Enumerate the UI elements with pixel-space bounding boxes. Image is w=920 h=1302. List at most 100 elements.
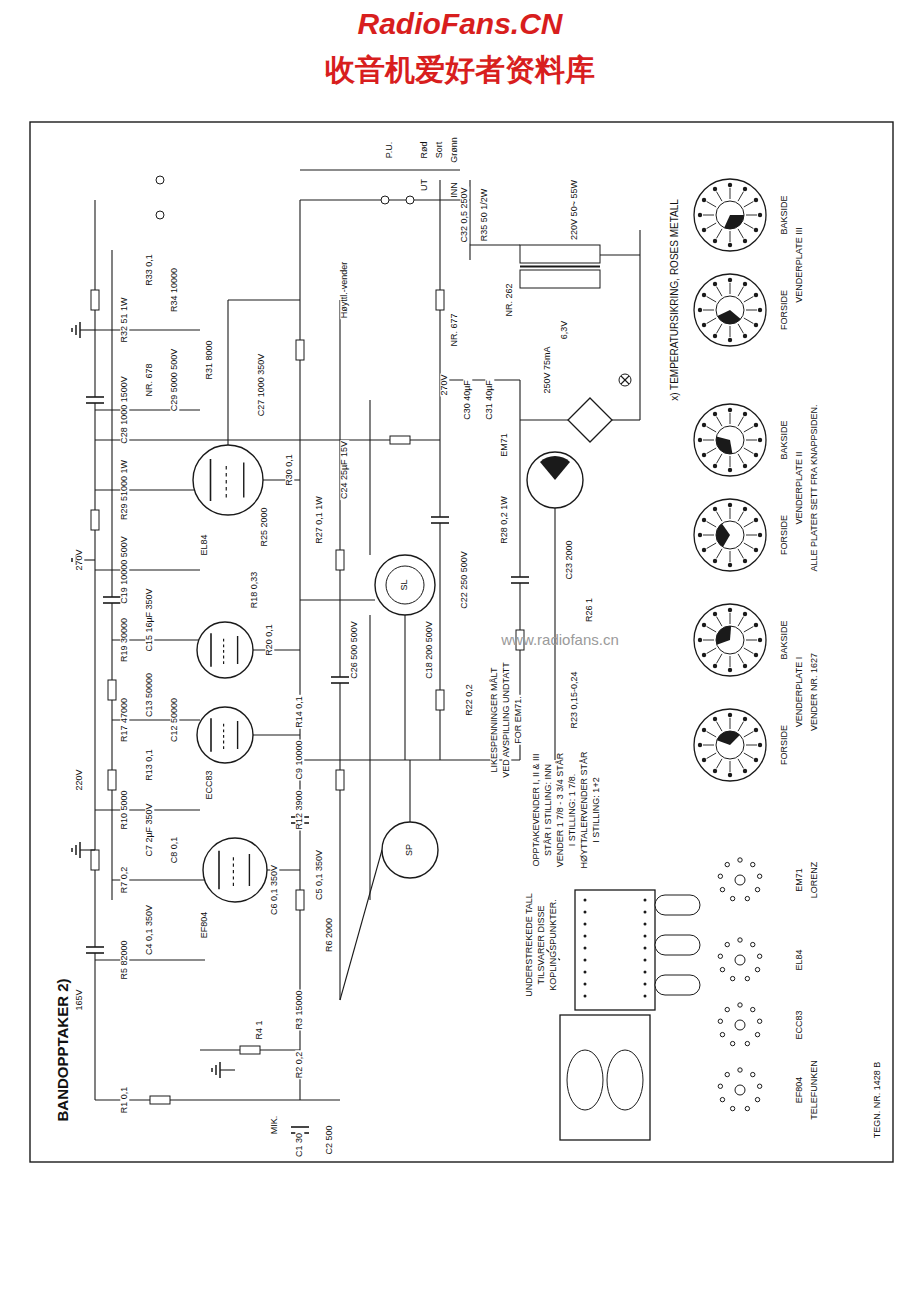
wafer-finger	[717, 722, 723, 732]
wafer-contact	[728, 183, 732, 187]
capacitor-plate	[86, 396, 104, 398]
tube-grid	[226, 473, 227, 477]
wafer-finger	[703, 310, 714, 311]
wafer-contact	[702, 758, 706, 762]
schematic-label: VENDER 1 7/8 - 3 3/4 STÅR	[556, 752, 565, 869]
schematic-label: Grønn	[450, 136, 459, 164]
schematic-label: 6,3V	[560, 320, 569, 341]
pin-diagram-pin	[718, 874, 722, 878]
schematic-label: UT	[420, 178, 429, 192]
wafer-rotor	[716, 626, 731, 645]
schematic-label: EL84	[795, 948, 804, 971]
wafer-finger	[703, 440, 714, 441]
wafer-finger	[717, 229, 723, 239]
wafer-contact	[702, 728, 706, 732]
chassis-capacitor	[607, 1050, 643, 1110]
wire	[95, 329, 200, 330]
resistor-symbol	[296, 890, 304, 910]
pin-diagram-pin	[757, 874, 761, 878]
wafer-finger	[707, 627, 717, 633]
wafer-finger	[703, 640, 714, 641]
wafer-contact	[702, 518, 706, 522]
wafer-contact	[713, 282, 717, 286]
wire	[600, 254, 640, 255]
tube-grid	[223, 724, 224, 727]
pin-diagram-pin	[720, 887, 724, 891]
wafer-contact	[713, 769, 717, 773]
wire	[95, 409, 200, 410]
tube-grid	[226, 487, 227, 491]
capacitor-plate	[86, 946, 104, 948]
resistor-symbol	[91, 850, 99, 870]
wire	[94, 200, 95, 1100]
wafer-contact	[728, 468, 732, 472]
wafer-finger	[703, 535, 714, 536]
schematic-label: R26 1	[585, 597, 594, 623]
ground-symbol	[71, 328, 73, 332]
wafer-contact	[713, 507, 717, 511]
wafer-finger	[744, 427, 754, 433]
wafer-contact	[754, 453, 758, 457]
wafer-contact	[713, 239, 717, 243]
wire	[612, 419, 640, 420]
pin-diagram-pin	[745, 976, 749, 980]
wafer-finger	[707, 522, 717, 528]
schematic-label: C1 30	[295, 1132, 304, 1158]
pin-diagram-pin	[718, 954, 722, 958]
wafer-contact	[758, 213, 762, 217]
resistor-symbol	[436, 290, 444, 310]
wafer-finger	[746, 745, 757, 746]
schematic-label: R27 0,1 1W	[315, 495, 324, 545]
chassis-tube	[655, 935, 700, 955]
drawing-title: BANDOPPTAKER 2)	[54, 976, 71, 1123]
wire	[339, 300, 340, 1000]
schematic-label: P.U.	[385, 141, 394, 159]
wafer-finger	[717, 287, 723, 297]
wafer-finger	[707, 318, 717, 324]
ground-symbol	[75, 325, 77, 335]
schematic-label: 250V 75mA	[543, 345, 552, 394]
wafer-contact	[702, 548, 706, 552]
pin-diagram-pin	[730, 976, 734, 980]
wafer-finger	[744, 448, 754, 454]
ground-symbol	[71, 558, 73, 562]
wafer-finger	[717, 454, 723, 464]
wafer-contact	[698, 438, 702, 442]
pilot-lamp	[621, 376, 629, 384]
wafer-contact	[754, 293, 758, 297]
wafer-outline	[694, 179, 766, 251]
schematic-label: I STILLING: 1 7/8.	[568, 773, 577, 848]
pin-diagram-pin	[745, 1041, 749, 1045]
chassis-hole	[584, 911, 587, 914]
wafer-finger	[717, 324, 723, 334]
wafer-rotor	[716, 426, 744, 454]
pin-diagram-pin	[751, 1007, 755, 1011]
wafer-contact	[728, 563, 732, 567]
wafer-finger	[730, 613, 731, 624]
schematic-label: 270V	[440, 373, 449, 396]
pin-diagram-pin	[738, 1003, 742, 1007]
capacitor-plate	[431, 516, 449, 518]
resistor-symbol	[390, 436, 410, 444]
pin-diagram-pin	[757, 954, 761, 958]
tube-grid	[223, 729, 224, 732]
wafer-finger	[746, 640, 757, 641]
chassis-hole	[644, 959, 647, 962]
schematic-label: KOPLINGSPUNKTER.	[549, 898, 558, 992]
wafer-rotor	[724, 215, 744, 229]
pin-diagram-center	[735, 1020, 745, 1030]
wafer-contact	[702, 323, 706, 327]
wafer-contact	[754, 758, 758, 762]
chassis-hole	[644, 911, 647, 914]
chassis-tube	[655, 895, 700, 915]
pin-diagram-pin	[730, 1041, 734, 1045]
capacitor-plate	[511, 582, 529, 584]
schematic-label: TILSVARER DISSE	[537, 905, 546, 986]
schematic-label: C8 0,1	[170, 836, 179, 865]
wafer-contact	[702, 423, 706, 427]
schematic-label: VENDERPLATE I	[795, 656, 804, 728]
wafer-finger	[730, 188, 731, 199]
wire	[520, 419, 568, 420]
wafer-finger	[703, 745, 714, 746]
wafer-finger	[746, 215, 757, 216]
